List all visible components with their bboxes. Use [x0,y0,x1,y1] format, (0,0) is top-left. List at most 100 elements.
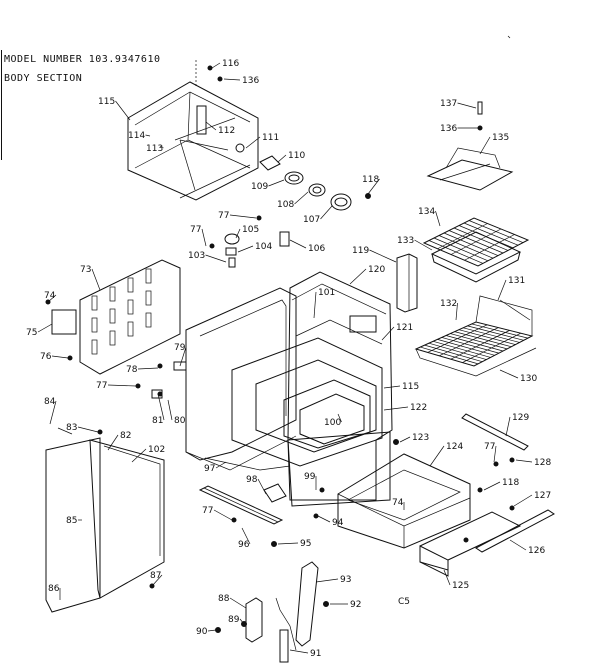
leader-line-97 [215,461,227,469]
callout-136b: 136 [440,124,457,134]
callout-120: 120 [368,265,385,275]
callout-132: 132 [440,299,457,309]
leader-line-119 [369,249,397,263]
callout-75: 75 [26,328,37,338]
callout-103: 103 [188,251,205,261]
callout-97: 97 [204,464,215,474]
callout-136a: 136 [242,76,259,86]
callout-94: 94 [332,518,344,528]
leader-line-77c [107,384,137,387]
leader-line-131 [497,279,507,301]
leader-line-136a [223,78,241,81]
callout-118b: 118 [502,478,519,488]
corner-code: C5 [398,597,410,607]
fastener-dots [97,363,515,547]
leader-line-81 [157,393,165,421]
leader-line-76 [51,355,69,359]
callout-122: 122 [410,403,427,413]
leader-line-95 [277,542,299,545]
top-wrapper-part [127,81,259,201]
callout-114: 114 [128,131,145,141]
leader-line-102 [131,448,147,463]
callout-115b: 115 [402,382,419,392]
callout-84: 84 [44,397,56,407]
callout-125: 125 [452,581,469,591]
callout-95: 95 [300,539,311,549]
door-hinge-parts [149,561,329,663]
leader-line-78 [137,367,159,370]
leader-line-90 [207,629,217,632]
callout-79: 79 [174,343,186,353]
callout-108: 108 [277,200,294,210]
leader-line-88 [229,597,247,609]
callout-78: 78 [126,365,138,375]
callout-90: 90 [196,627,208,637]
leader-line-77e [213,509,233,521]
leader-line-112 [205,121,217,131]
leader-line-82 [107,434,119,451]
leader-line-98 [257,478,267,495]
callout-85: 85 [66,516,77,526]
leader-line-74a [47,294,57,303]
callout-77b: 77 [190,225,201,235]
left-side-panel-part [151,287,297,471]
callout-81: 81 [152,416,163,426]
leader-line-115b [383,385,401,389]
leader-line-96 [241,527,251,545]
callout-86: 86 [48,584,60,594]
leader-line-111 [245,136,261,149]
callout-labels: 1161361151121141131111101091081071181371… [26,59,551,659]
callout-88: 88 [218,594,230,604]
callout-107: 107 [303,215,320,225]
leader-line-120 [349,268,367,285]
callout-74a: 74 [44,291,56,301]
bracket-small-parts [209,215,290,268]
callout-130: 130 [520,374,537,384]
callout-115a: 115 [98,97,115,107]
leader-line-73 [91,268,101,291]
callout-113: 113 [146,144,163,154]
broiler-pan-part [430,231,522,283]
leader-line-123 [399,436,411,443]
leader-line-116 [211,62,221,69]
oven-rack-part [414,295,537,377]
callout-77d: 77 [484,442,495,452]
callout-89: 89 [228,615,240,625]
leader-line-77a [229,214,257,219]
leader-line-114 [145,134,151,137]
callout-124: 124 [446,442,463,452]
callout-82: 82 [120,431,131,441]
callout-137: 137 [440,99,457,109]
callout-101: 101 [318,288,335,298]
leader-line-125 [443,569,451,586]
leader-line-113 [159,145,164,149]
leader-line-134 [435,210,441,227]
leader-line-107 [320,205,333,220]
callout-91: 91 [310,649,321,659]
leader-line-124 [429,445,445,467]
callout-106: 106 [308,244,325,254]
trim-strip-part [198,485,284,525]
callout-127: 127 [534,491,551,501]
leader-line-122 [383,406,409,411]
door-frame-part [204,431,391,507]
leader-line-104 [237,245,254,253]
callout-100: 100 [324,418,341,428]
leader-line-137 [457,102,477,109]
leader-line-80 [167,399,173,421]
leader-line-94 [317,515,331,523]
leader-line-87 [151,574,163,587]
callout-109: 109 [251,182,268,192]
callout-73: 73 [80,265,91,275]
callout-123: 123 [412,433,429,443]
vent-duct-part [396,253,418,313]
leader-line-101 [313,291,317,319]
leader-line-118a [367,178,380,195]
callout-128: 128 [534,458,551,468]
callout-129: 129 [512,413,529,423]
leader-line-105 [235,228,241,239]
leader-line-115a [115,100,131,121]
callout-92: 92 [350,600,361,610]
callout-80: 80 [174,416,186,426]
